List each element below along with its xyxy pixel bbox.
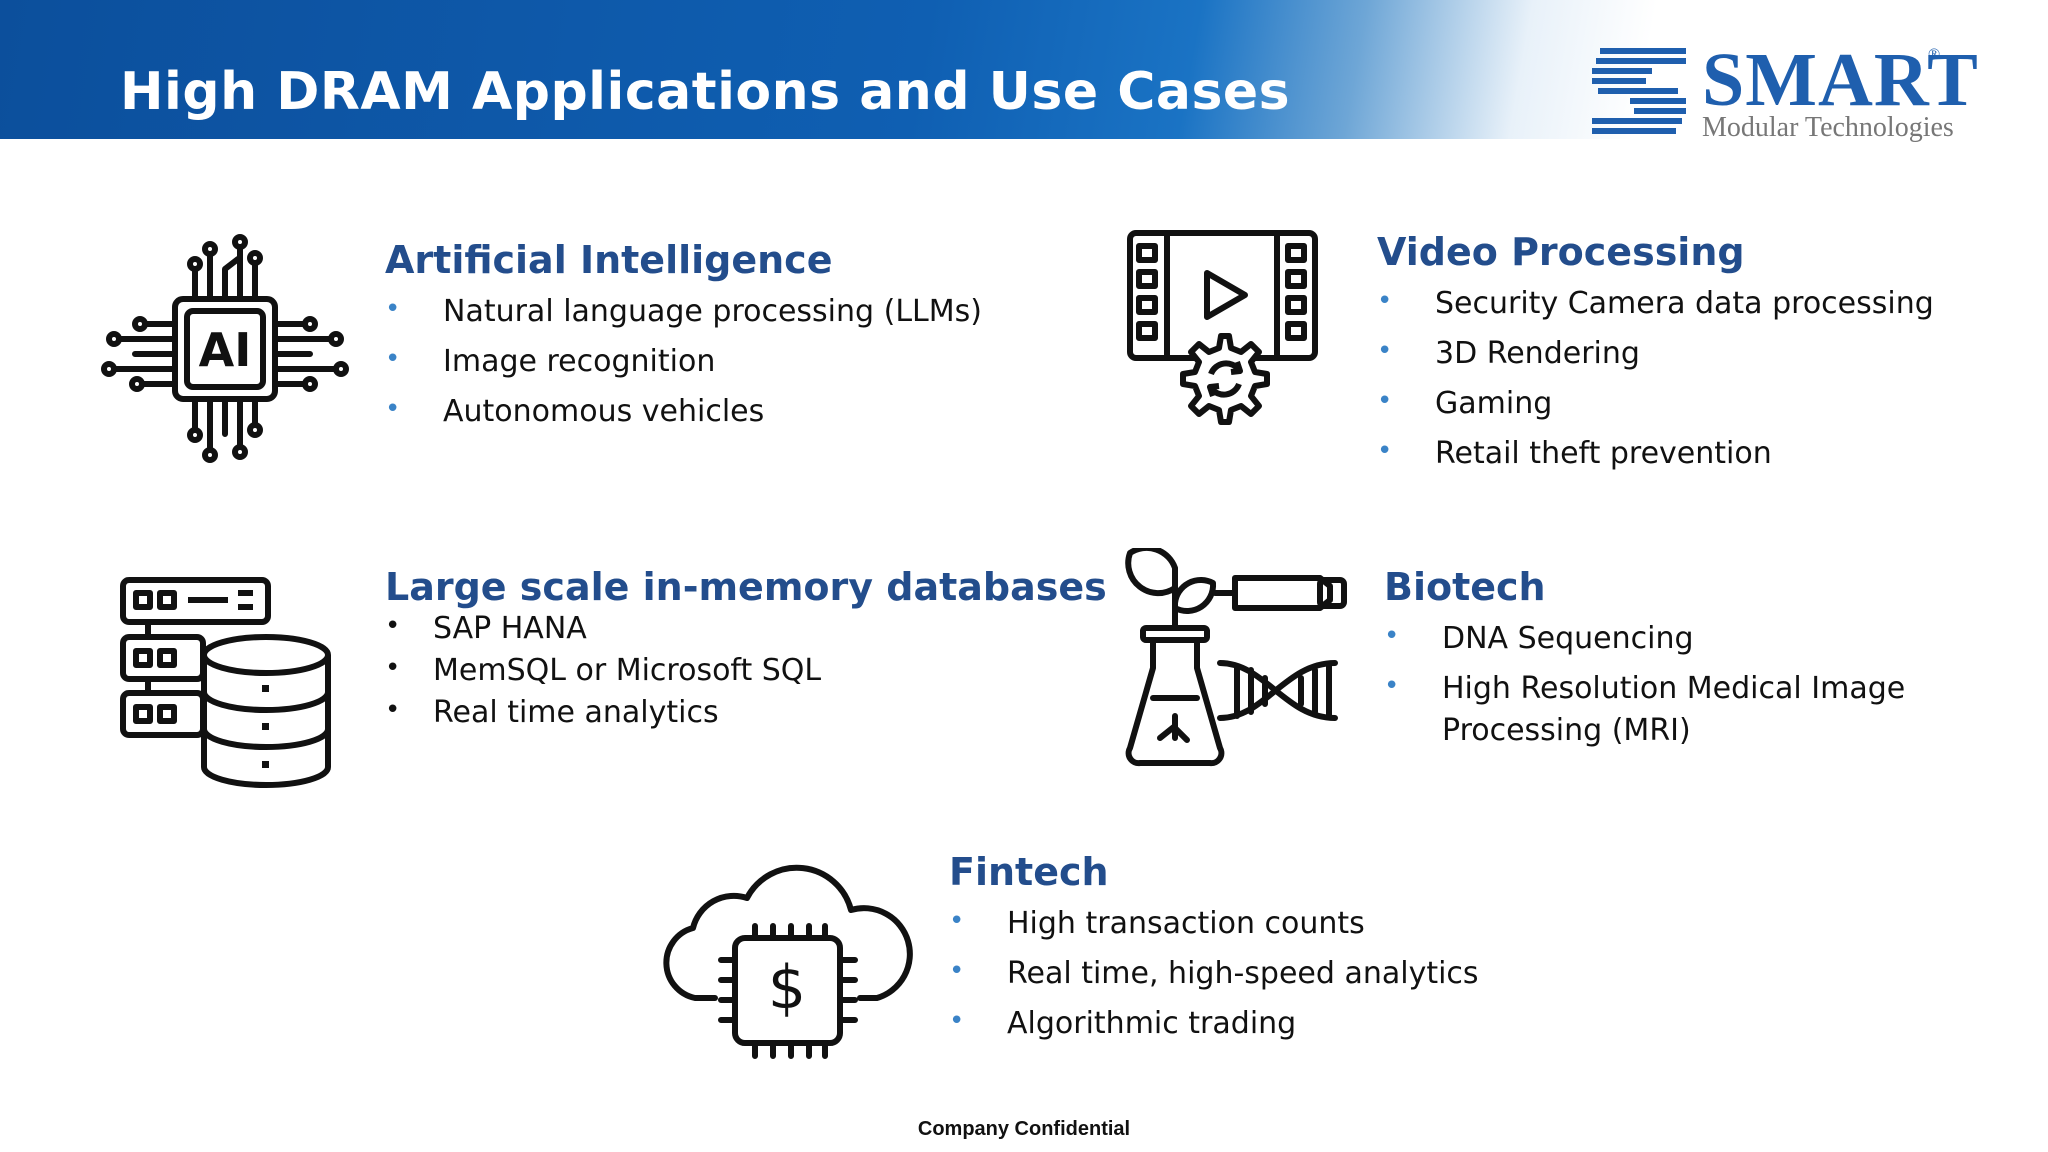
list-item: Algorithmic trading (949, 1006, 1479, 1056)
section-fintech: Fintech High transaction counts Real tim… (949, 850, 1479, 1056)
header-banner (0, 0, 2048, 139)
svg-text:$: $ (768, 953, 806, 1023)
ai-list: Natural language processing (LLMs) Image… (385, 294, 982, 444)
section-title-biotech: Biotech (1384, 565, 1546, 609)
footer-confidential: Company Confidential (917, 1118, 1131, 1140)
biotech-list: DNA Sequencing High Resolution Medical I… (1384, 621, 1905, 713)
video-list: Security Camera data processing 3D Rende… (1377, 286, 1934, 486)
list-item: Real time, high-speed analytics (949, 956, 1479, 1006)
list-item: Security Camera data processing (1377, 286, 1934, 336)
logo-registered-mark: ® (1928, 46, 1941, 63)
list-item: Natural language processing (LLMs) (385, 294, 982, 344)
list-item: SAP HANA (385, 611, 1107, 653)
ai-chip-icon: AI (101, 234, 349, 463)
svg-text:AI: AI (199, 323, 252, 377)
databases-list: SAP HANA MemSQL or Microsoft SQL Real ti… (385, 611, 1107, 737)
list-item: High Resolution Medical Image (1384, 671, 1905, 713)
fintech-list: High transaction counts Real time, high-… (949, 906, 1479, 1056)
section-ai: Artificial Intelligence Natural language… (385, 238, 982, 444)
database-server-icon (120, 577, 331, 788)
section-biotech: Biotech DNA Sequencing High Resolution M… (1384, 565, 1905, 748)
list-item: Retail theft prevention (1377, 436, 1934, 486)
company-logo: SMART ® Modular Technologies (1590, 40, 1978, 143)
page-title: High DRAM Applications and Use Cases (120, 62, 1291, 122)
section-title-fintech: Fintech (949, 850, 1109, 894)
list-item-continuation: Processing (MRI) (1442, 713, 1691, 748)
video-processing-icon (1127, 230, 1318, 425)
list-item: Image recognition (385, 344, 982, 394)
list-item: 3D Rendering (1377, 336, 1934, 386)
section-title-ai: Artificial Intelligence (385, 238, 833, 282)
section-databases: Large scale in-memory databases SAP HANA… (385, 565, 1107, 737)
section-video: Video Processing Security Camera data pr… (1377, 230, 1934, 486)
list-item: High transaction counts (949, 906, 1479, 956)
list-item: Real time analytics (385, 695, 1107, 737)
list-item: Gaming (1377, 386, 1934, 436)
section-title-databases: Large scale in-memory databases (385, 565, 1107, 609)
list-item: Autonomous vehicles (385, 394, 982, 444)
cloud-finance-chip-icon: $ (663, 864, 913, 1059)
section-title-video: Video Processing (1377, 230, 1745, 274)
list-item: DNA Sequencing (1384, 621, 1905, 671)
logo-subtitle: Modular Technologies (1702, 112, 1954, 143)
list-item: MemSQL or Microsoft SQL (385, 653, 1107, 695)
logo-wordmark: SMART (1702, 38, 1979, 122)
biotech-icon (1125, 548, 1347, 767)
smart-logo-icon (1592, 48, 1686, 134)
